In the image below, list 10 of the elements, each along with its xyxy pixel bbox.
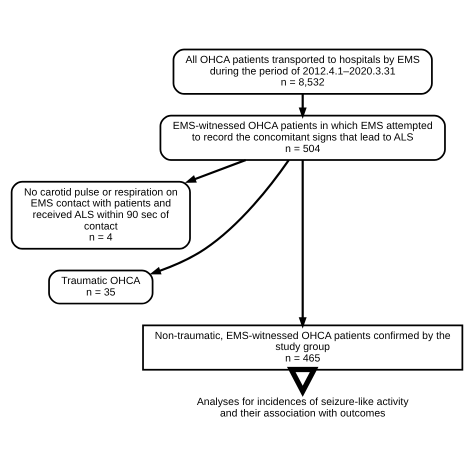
arrow	[286, 366, 318, 397]
node-text: Analyses for incidences of seizure-like activity and their association with outcomes	[196, 397, 409, 420]
arrow	[184, 159, 246, 183]
arrow	[298, 160, 307, 329]
arrow	[150, 160, 290, 274]
node-box: All OHCA patients transported to hospitals by EMS during the period of 2012.4.1–2020.3.31 n = 8,532	[172, 48, 433, 95]
node-box: No carotid pulse or respiration on EMS contact with patients and received ALS within 90 sec of contact n = 4	[10, 180, 191, 250]
node-box: EMS-witnessed OHCA patients in which EMS attempted to record the concomitant signs that lead to ALS n = 504	[160, 114, 446, 161]
node-box: Traumatic OHCA n = 35	[48, 270, 154, 304]
arrow	[298, 94, 307, 119]
